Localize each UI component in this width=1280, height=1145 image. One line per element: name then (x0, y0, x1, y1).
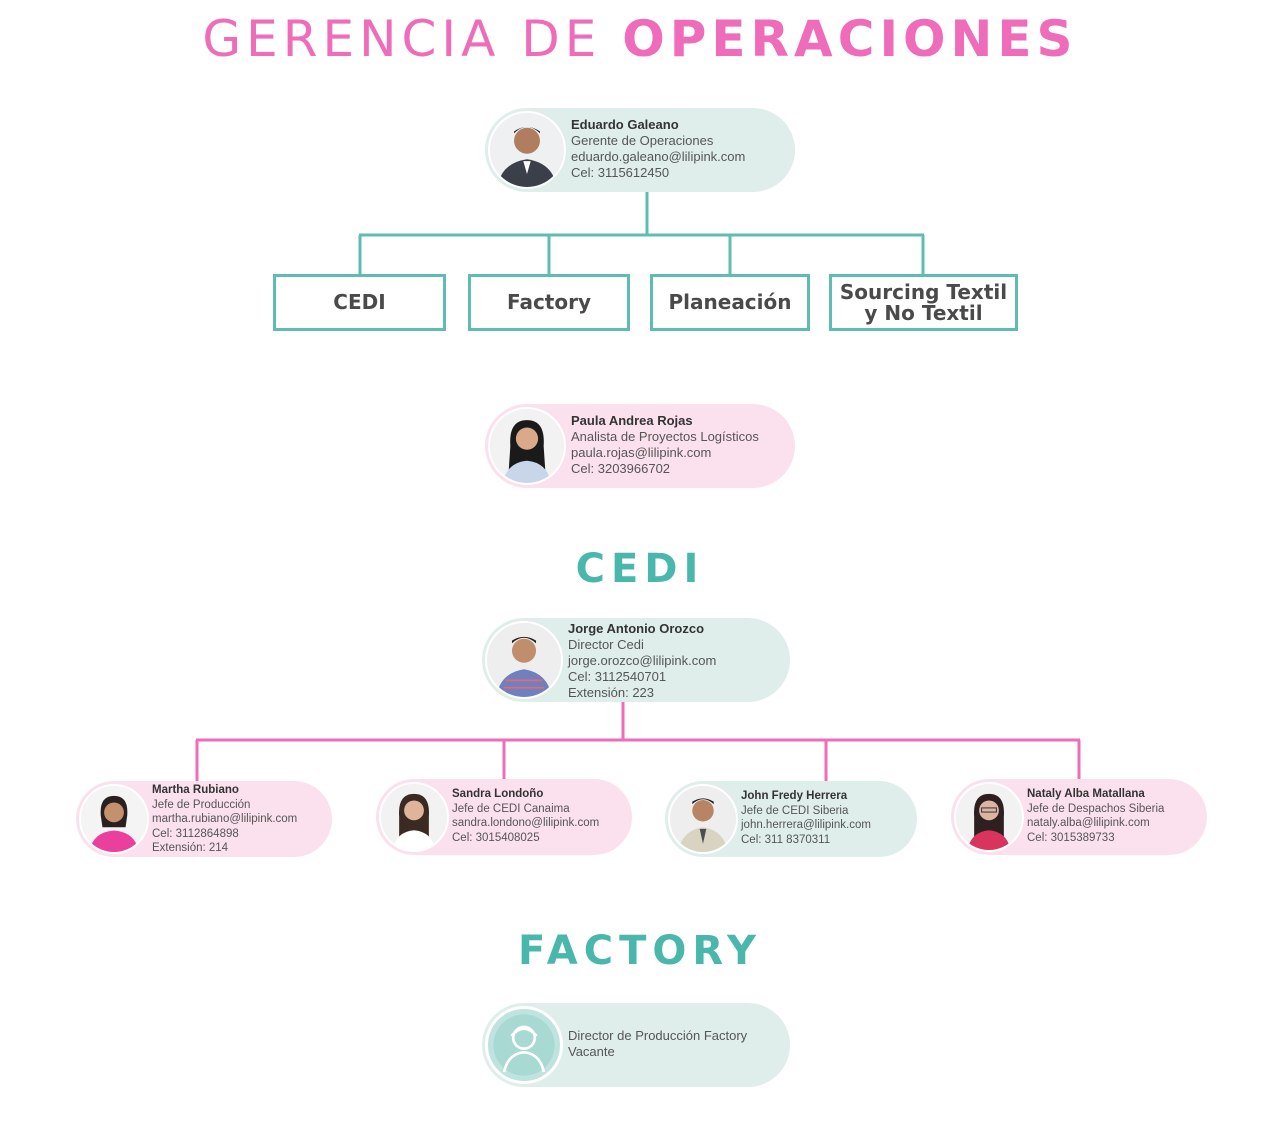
manager-phone: Cel: 3115612450 (571, 165, 670, 180)
manager-photo (488, 111, 566, 189)
cedi-connectors (195, 702, 1081, 783)
dept-planeacion[interactable]: Planeación (650, 274, 810, 331)
manager-role: Gerente de Operaciones (571, 133, 714, 148)
analyst-phone: Cel: 3203966702 (571, 461, 671, 476)
cedi-director-card: Jorge Antonio Orozco Director Cedi jorge… (482, 618, 790, 702)
team-email[interactable]: john.herrera@lilipink.com (741, 819, 871, 831)
team-role: Jefe de Producción (152, 798, 251, 811)
team-info: Nataly Alba Matallana Jefe de Despachos … (1027, 787, 1164, 845)
manager-email[interactable]: eduardo.galeano@lilipink.com (571, 149, 746, 164)
team-email[interactable]: martha.rubiano@lilipink.com (152, 813, 298, 825)
factory-director-status: Vacante (568, 1044, 615, 1059)
team-photo (668, 784, 738, 854)
team-name: John Fredy Herrera (741, 790, 848, 802)
cedi-director-email[interactable]: jorge.orozco@lilipink.com (568, 653, 717, 668)
team-card-john: John Fredy Herrera Jefe de CEDI Siberia … (665, 781, 917, 857)
team-info: Martha Rubiano Jefe de Producción martha… (152, 783, 297, 856)
cedi-director-phone: Cel: 3112540701 (568, 669, 667, 684)
team-info: Sandra Londoño Jefe de CEDI Canaima sand… (452, 787, 599, 845)
team-role: Jefe de Despachos Siberia (1027, 802, 1165, 815)
team-photo (379, 782, 449, 852)
analyst-photo (488, 407, 566, 485)
dept-label: Factory (506, 290, 592, 314)
dept-cedi[interactable]: CEDI (273, 274, 446, 331)
team-phone: Cel: 311 8370311 (741, 833, 831, 846)
title-light: GERENCIA DE (202, 10, 602, 68)
dept-label: CEDI (333, 290, 386, 314)
cedi-director-name: Jorge Antonio Orozco (568, 621, 705, 636)
dept-factory[interactable]: Factory (468, 274, 630, 331)
team-role: Jefe de CEDI Canaima (452, 802, 570, 815)
analyst-role: Analista de Proyectos Logísticos (571, 429, 759, 444)
dept-label: Sourcing Textil y No Textil (839, 279, 1008, 325)
vacant-user-icon (485, 1006, 563, 1084)
team-name: Sandra Londoño (452, 788, 544, 800)
cedi-director-role: Director Cedi (568, 637, 644, 652)
team-card-nataly: Nataly Alba Matallana Jefe de Despachos … (951, 779, 1207, 855)
team-name: Nataly Alba Matallana (1027, 788, 1145, 800)
team-photo (954, 782, 1024, 852)
team-email[interactable]: sandra.londono@lilipink.com (452, 817, 600, 829)
cedi-section-title: CEDI (575, 546, 705, 592)
manager-info: Eduardo Galeano Gerente de Operaciones e… (571, 117, 745, 181)
analyst-info: Paula Andrea Rojas Analista de Proyectos… (571, 413, 759, 477)
team-phone: Cel: 3015408025 (452, 831, 540, 844)
factory-director-info: Director de Producción Factory Vacante (568, 1028, 747, 1060)
manager-card: Eduardo Galeano Gerente de Operaciones e… (485, 108, 795, 192)
analyst-name: Paula Andrea Rojas (571, 413, 693, 428)
cedi-director-extension: Extensión: 223 (568, 685, 655, 700)
team-phone: Cel: 3112864898 (152, 827, 239, 840)
team-photo (79, 784, 149, 854)
team-phone: Cel: 3015389733 (1027, 831, 1115, 844)
title-bold: OPERACIONES (622, 10, 1078, 68)
team-extension: Extensión: 214 (152, 842, 229, 854)
factory-director-role: Director de Producción Factory (568, 1028, 748, 1043)
team-name: Martha Rubiano (152, 784, 239, 796)
team-info: John Fredy Herrera Jefe de CEDI Siberia … (741, 789, 871, 847)
analyst-card: Paula Andrea Rojas Analista de Proyectos… (485, 404, 795, 488)
factory-section-title: FACTORY (518, 928, 762, 974)
page-title: GERENCIA DE OPERACIONES (0, 10, 1280, 68)
manager-name: Eduardo Galeano (571, 117, 679, 132)
dept-sourcing[interactable]: Sourcing Textil y No Textil (829, 274, 1018, 331)
dept-label: Planeación (668, 290, 792, 314)
team-card-martha: Martha Rubiano Jefe de Producción martha… (76, 781, 332, 857)
manager-connectors (358, 192, 925, 275)
team-role: Jefe de CEDI Siberia (741, 804, 849, 817)
cedi-director-photo (485, 621, 563, 699)
factory-director-card: Director de Producción Factory Vacante (482, 1003, 790, 1087)
team-card-sandra: Sandra Londoño Jefe de CEDI Canaima sand… (376, 779, 632, 855)
cedi-director-info: Jorge Antonio Orozco Director Cedi jorge… (568, 621, 716, 701)
team-email[interactable]: nataly.alba@lilipink.com (1027, 817, 1150, 829)
analyst-email[interactable]: paula.rojas@lilipink.com (571, 445, 712, 460)
